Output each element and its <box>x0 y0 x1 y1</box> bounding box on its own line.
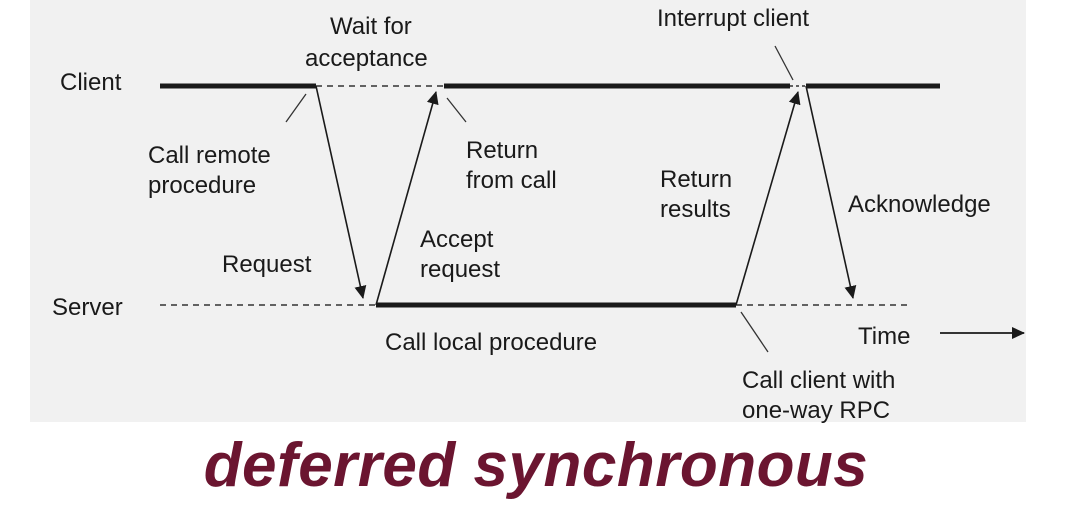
accept-label-line1: Accept <box>420 226 494 253</box>
call-client-label-line2: one-way RPC <box>742 397 890 424</box>
server-label: Server <box>52 294 123 321</box>
call-local-label: Call local procedure <box>385 329 597 356</box>
leader-return-call <box>446 97 467 123</box>
return-results-arrow <box>735 91 801 306</box>
acknowledge-arrow <box>805 85 857 299</box>
request-label: Request <box>222 251 312 278</box>
leader-call-client <box>740 311 769 353</box>
call-remote-label-line1: Call remote <box>148 142 271 169</box>
acknowledge-label: Acknowledge <box>848 191 991 218</box>
wait-label-line1: Wait for <box>330 13 412 40</box>
client-label: Client <box>60 69 122 96</box>
leader-call-remote <box>285 93 307 123</box>
accept-label-line2: request <box>420 256 500 283</box>
call-remote-label-line2: procedure <box>148 172 256 199</box>
request-arrow <box>315 85 367 299</box>
leader-interrupt <box>774 45 794 81</box>
slide-caption: deferred synchronous <box>203 431 869 500</box>
return-call-label-line2: from call <box>466 167 557 194</box>
return-results-label-line2: results <box>660 196 731 223</box>
time-label: Time <box>858 323 910 350</box>
return-results-label-line1: Return <box>660 166 732 193</box>
interrupt-label: Interrupt client <box>657 5 809 32</box>
diagram-background <box>30 0 1026 422</box>
accept-arrow <box>375 91 439 306</box>
wait-label-line2: acceptance <box>305 45 428 72</box>
call-client-label-line1: Call client with <box>742 367 895 394</box>
return-call-label-line1: Return <box>466 137 538 164</box>
